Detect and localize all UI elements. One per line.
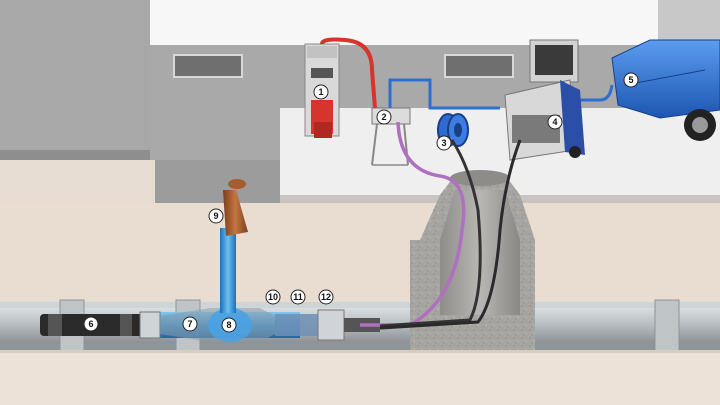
svg-text:8: 8: [226, 320, 231, 330]
svg-text:10: 10: [268, 292, 278, 302]
svg-text:3: 3: [441, 138, 446, 148]
heater-unit: [304, 43, 340, 138]
callout-8: 8: [221, 317, 237, 333]
left-building: [0, 0, 150, 155]
supply-hose: [360, 121, 466, 327]
svg-text:4: 4: [552, 117, 557, 127]
surface-platform: [280, 108, 720, 195]
callout-7: 7: [182, 316, 198, 332]
callout-11: 11: [290, 289, 306, 305]
cable-reel: [437, 113, 469, 147]
svg-text:6: 6: [88, 319, 93, 329]
heater-hose: [320, 37, 377, 109]
lateral-liner: [220, 228, 236, 313]
callout-3: 3: [436, 135, 452, 151]
air-hose: [388, 78, 500, 110]
callout-12: 12: [318, 289, 334, 305]
svg-text:12: 12: [321, 292, 331, 302]
svg-text:1: 1: [318, 87, 323, 97]
window-right: [444, 54, 514, 78]
callout-2: 2: [376, 109, 392, 125]
callout-9: 9: [208, 208, 224, 224]
callout-10: 10: [265, 289, 281, 305]
svg-text:5: 5: [628, 75, 633, 85]
callout-5: 5: [623, 72, 639, 88]
svg-text:2: 2: [381, 112, 386, 122]
compressor-trailer: [611, 39, 720, 141]
sewer-robot: [40, 311, 161, 339]
window-left: [173, 54, 243, 78]
svg-text:9: 9: [213, 211, 218, 221]
callout-1: 1: [313, 84, 329, 100]
building-roof: [150, 0, 660, 45]
camera-cable: [379, 139, 482, 328]
cutter-assembly: [275, 309, 380, 341]
lateral-pipe: [223, 190, 248, 236]
callout-6: 6: [83, 316, 99, 332]
svg-text:7: 7: [187, 319, 192, 329]
svg-text:11: 11: [293, 292, 303, 302]
callout-4: 4: [547, 114, 563, 130]
